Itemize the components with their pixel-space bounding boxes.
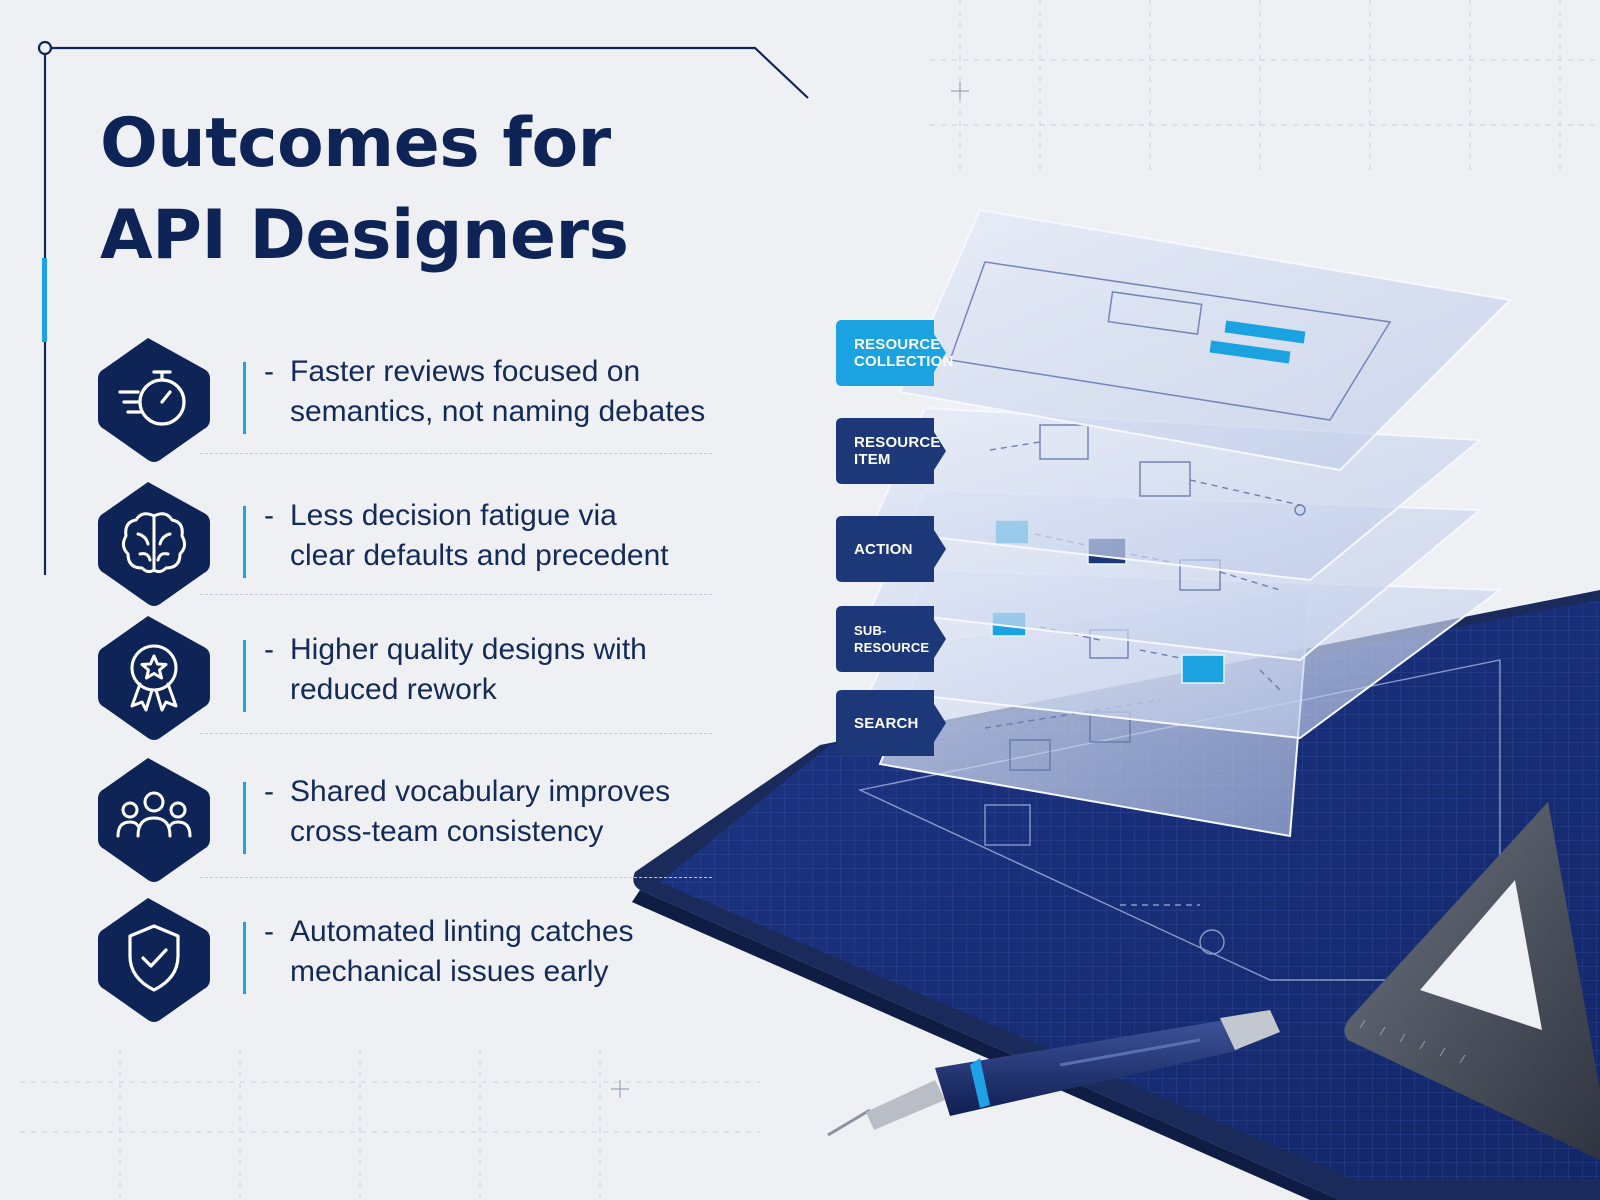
stopwatch-icon bbox=[98, 338, 210, 462]
outcome-line-1: Automated linting catches bbox=[290, 915, 634, 948]
outcome-text: - Faster reviews focused on semantics, n… bbox=[264, 352, 706, 432]
tag-shape bbox=[836, 606, 946, 672]
tag-label-line-2: Collection bbox=[854, 353, 954, 370]
title-line-2: API Designers bbox=[100, 196, 629, 275]
outcome-item-shared-vocabulary: - Shared vocabulary improves cross-team … bbox=[98, 756, 718, 886]
tag-sub-resource: Sub-Resource bbox=[836, 606, 952, 672]
divider bbox=[200, 453, 712, 454]
tag-label-line-2: Item bbox=[854, 451, 891, 468]
outcome-text: - Shared vocabulary improves cross-team … bbox=[264, 772, 704, 852]
tag-shape bbox=[836, 690, 946, 756]
bullet-dash: - bbox=[264, 775, 274, 808]
outcome-text: - Less decision fatigue via clear defaul… bbox=[264, 496, 704, 576]
bullet-dash: - bbox=[264, 499, 274, 532]
team-icon bbox=[98, 758, 210, 882]
set-square bbox=[1344, 802, 1600, 1160]
award-badge-icon bbox=[98, 616, 210, 740]
brain-icon bbox=[98, 482, 210, 606]
page-title: Outcomes for API Designers bbox=[100, 98, 629, 282]
tag-shape bbox=[836, 320, 946, 386]
title-line-1: Outcomes for bbox=[100, 104, 611, 183]
shield-check-icon bbox=[98, 898, 210, 1022]
item-accent-bar bbox=[243, 362, 246, 434]
accent-bar bbox=[42, 258, 47, 342]
layer-stack bbox=[868, 208, 1513, 838]
outcome-line-1: Less decision fatigue via bbox=[290, 499, 617, 532]
outcome-item-automated-linting: - Automated linting catches mechanical i… bbox=[98, 896, 718, 1026]
tag-label-line-1: Resource bbox=[854, 336, 941, 353]
divider bbox=[200, 594, 712, 595]
outcome-text: - Higher quality designs with reduced re… bbox=[264, 630, 704, 710]
outcome-line-1: Higher quality designs with bbox=[290, 633, 647, 666]
outcome-line-2: reduced rework bbox=[290, 673, 497, 706]
tag-label-line-1: Action bbox=[854, 540, 913, 558]
background-grid bbox=[20, 0, 1600, 1200]
pen bbox=[827, 1010, 1280, 1137]
outcome-item-less-fatigue: - Less decision fatigue via clear defaul… bbox=[98, 480, 718, 610]
outcome-line-2: semantics, not naming debates bbox=[290, 395, 706, 428]
tag-label-line-1: Sub-Resource bbox=[854, 623, 930, 655]
bullet-dash: - bbox=[264, 355, 274, 388]
bullet-dash: - bbox=[264, 633, 274, 666]
tag-shape bbox=[836, 516, 946, 582]
outcome-line-1: Shared vocabulary improves bbox=[290, 775, 671, 808]
tag-action: Action bbox=[836, 516, 952, 582]
item-accent-bar bbox=[243, 640, 246, 712]
divider bbox=[200, 733, 712, 734]
outcome-line-2: cross-team consistency bbox=[290, 815, 604, 848]
tag-label-line-1: Search bbox=[854, 714, 919, 732]
outcome-line-2: clear defaults and precedent bbox=[290, 539, 669, 572]
tag-label-line-1: Resource bbox=[854, 434, 941, 451]
tag-resource-collection: ResourceCollection bbox=[836, 320, 954, 386]
outcome-text: - Automated linting catches mechanical i… bbox=[264, 912, 704, 992]
bullet-dash: - bbox=[264, 915, 274, 948]
item-accent-bar bbox=[243, 782, 246, 854]
item-accent-bar bbox=[243, 506, 246, 578]
item-accent-bar bbox=[243, 922, 246, 994]
outcome-item-faster-reviews: - Faster reviews focused on semantics, n… bbox=[98, 336, 718, 466]
outcome-line-2: mechanical issues early bbox=[290, 955, 609, 988]
tag-resource-item: ResourceItem bbox=[836, 418, 952, 484]
divider bbox=[200, 877, 712, 878]
outcome-item-higher-quality: - Higher quality designs with reduced re… bbox=[98, 614, 718, 744]
layer-resource-collection bbox=[898, 208, 1513, 472]
outcome-line-1: Faster reviews focused on bbox=[290, 355, 641, 388]
tag-search: Search bbox=[836, 690, 952, 756]
tag-shape bbox=[836, 418, 946, 484]
